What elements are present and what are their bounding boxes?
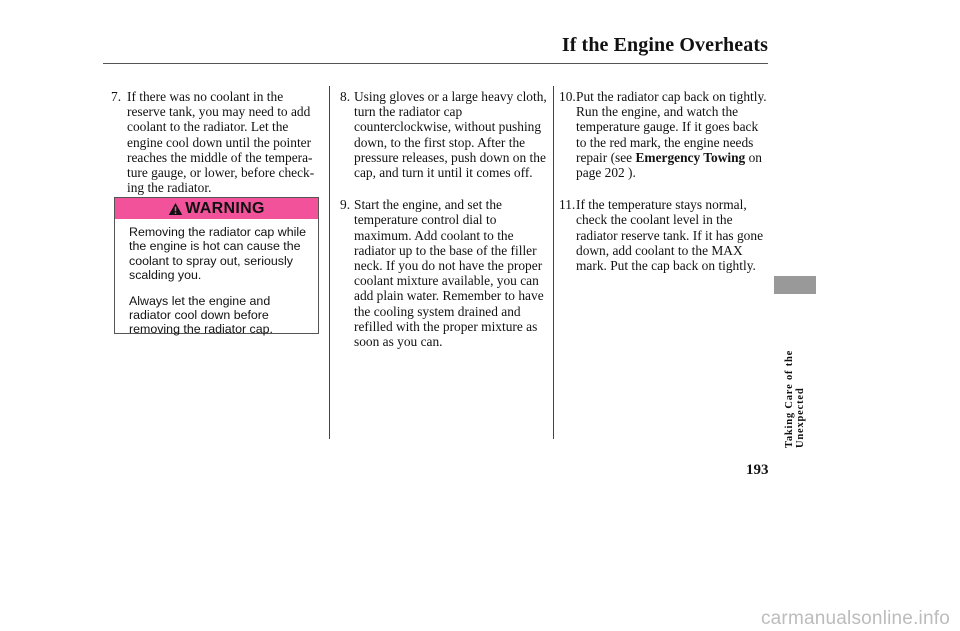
column-divider-2 [553,86,554,439]
step-text-a: Put the radiator cap back on tightly. Ru… [576,89,767,165]
step-number: 9. [340,197,351,213]
warning-body: Removing the radiator cap while the engi… [129,225,311,348]
warning-label: WARNING [185,199,265,217]
step-number: 11. [559,197,576,213]
column-2: 8. Using gloves or a large heavy cloth, … [340,89,550,366]
emergency-towing-reference: Emergency Towing [635,149,746,165]
page-number: 193 [746,462,769,478]
step-8: 8. Using gloves or a large heavy cloth, … [340,89,550,180]
step-10: 10. Put the radiator cap back on tightly… [559,89,769,180]
step-number: 8. [340,89,351,104]
step-text-b: on page 202 ). [576,149,762,181]
column-3: 10. Put the radiator cap back on tightly… [559,89,769,290]
column-divider-1 [329,86,330,439]
page-header-title: If the Engine Overheats [561,34,768,56]
warning-box: WARNING Removing the radiator cap while … [114,197,319,336]
step-text: If there was no coolant in the reserve t… [127,89,315,196]
watermark: carmanualsonline.info [760,608,950,629]
step-text: Start the engine, and set the temperatur… [354,197,544,350]
column-1: 7. If there was no coolant in the reserv… [111,89,321,212]
step-number: 7. [111,89,122,104]
warning-triangle-icon [169,202,183,215]
footer-bar [0,600,960,631]
section-tab-marker [774,276,816,294]
warning-header: WARNING [115,198,318,219]
section-side-label: Taking Care of the Unexpected [784,349,806,448]
step-number: 10. [559,89,576,104]
step-text: If the temperature stays normal, check t… [576,197,764,274]
warning-paragraph-1: Removing the radiator cap while the engi… [129,225,307,283]
step-9: 9. Start the engine, and set the tempera… [340,197,550,349]
step-text: Using gloves or a large heavy cloth, tur… [354,89,547,181]
warning-paragraph-2: Always let the engine and radiator cool … [129,293,273,337]
header-rule [103,63,768,64]
step-text: Put the radiator cap back on tightly. Ru… [559,89,769,180]
step-7: 7. If there was no coolant in the reserv… [111,89,321,195]
step-11: 11. If the temperature stays normal, che… [559,197,769,273]
